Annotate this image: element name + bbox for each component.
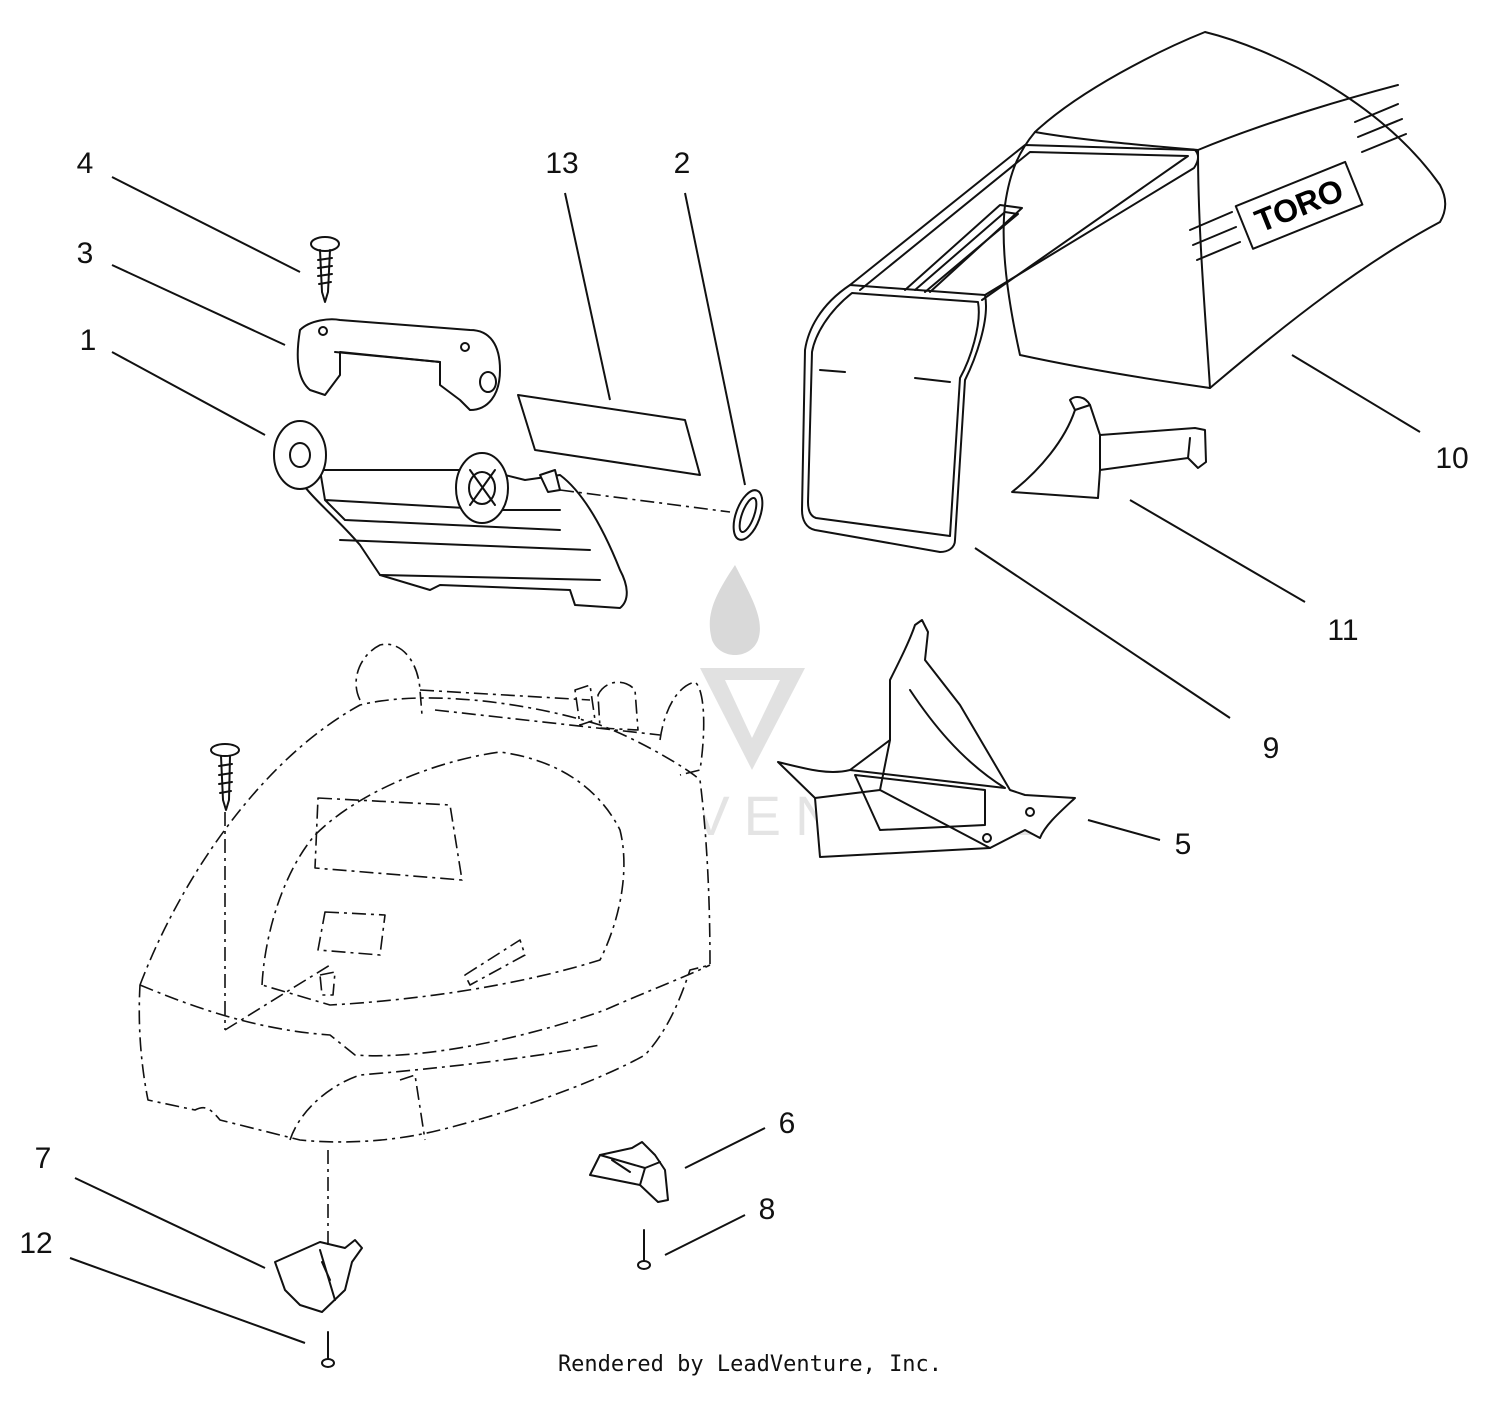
- part-10-grass-bag: TORO: [1002, 31, 1447, 389]
- callout-7: 7: [35, 1142, 52, 1175]
- part-3-handle-bracket: [296, 318, 501, 411]
- callout-1: 1: [80, 324, 97, 357]
- callout-8: 8: [759, 1193, 776, 1226]
- part-12-screw: [321, 1150, 335, 1368]
- callout-3: 3: [77, 237, 94, 270]
- part-8-screw: [637, 1229, 651, 1270]
- part-13-decal: [517, 394, 701, 476]
- footer-credit: Rendered by LeadVenture, Inc.: [557, 1352, 943, 1377]
- part-6-bracket: [589, 1141, 669, 1203]
- part-11-flap: [1011, 396, 1207, 499]
- part-4-screw: [310, 236, 340, 303]
- callout-6: 6: [779, 1107, 796, 1140]
- part-1-rear-door: [273, 420, 628, 609]
- deck-screw: [210, 743, 331, 1031]
- callout-10: 10: [1435, 442, 1468, 475]
- callout-labels: 4 3 1 13 2 10 11 9 5 6 8 7 12: [19, 147, 1468, 1260]
- leader-lines: [69, 176, 1421, 1344]
- callout-5: 5: [1175, 828, 1192, 861]
- callout-11: 11: [1327, 614, 1358, 647]
- part-2-spring: [559, 489, 764, 541]
- callout-9: 9: [1263, 732, 1280, 765]
- callout-12: 12: [19, 1227, 52, 1260]
- part-5-chute: [777, 619, 1076, 858]
- part-7-front-bracket: [274, 1239, 363, 1313]
- callout-2: 2: [674, 147, 691, 180]
- mower-deck: [138, 643, 711, 1143]
- callout-4: 4: [77, 147, 94, 180]
- callout-13: 13: [545, 147, 578, 180]
- part-9-bag-frame: [801, 144, 1199, 553]
